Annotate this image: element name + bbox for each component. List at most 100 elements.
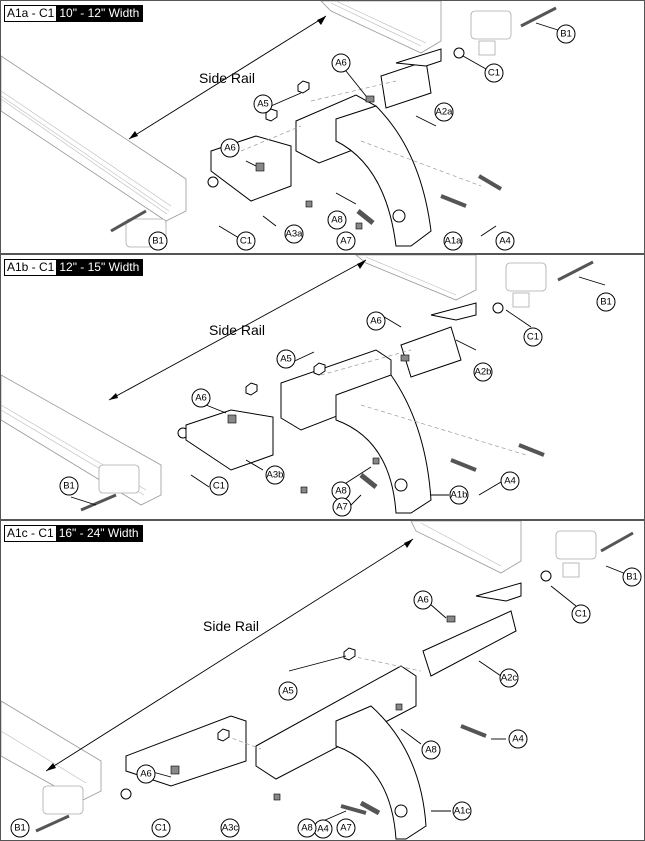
svg-text:A4: A4 [504, 476, 516, 487]
svg-text:A1c: A1c [454, 806, 471, 817]
callout-A7: A7 [332, 497, 352, 517]
side-rail-label: Side Rail [209, 322, 265, 338]
part-range-code: A1a - C1 [5, 6, 57, 21]
svg-text:A1b: A1b [451, 490, 468, 501]
callout-B1: B1 [556, 24, 576, 44]
callout-A6: A6 [220, 138, 240, 158]
callout-A3b: A3b [265, 465, 285, 485]
callout-A8: A8 [327, 210, 347, 230]
callout-A8: A8 [421, 740, 441, 760]
svg-text:A8: A8 [301, 823, 313, 834]
svg-text:A6: A6 [224, 143, 236, 154]
svg-text:C1: C1 [240, 236, 252, 247]
exploded-diagram: Side Rail B1 [1, 521, 642, 840]
svg-text:A3b: A3b [267, 470, 284, 481]
svg-text:A2b: A2b [475, 367, 492, 378]
callout-A5: A5 [278, 681, 298, 701]
svg-text:A3c: A3c [222, 823, 239, 834]
callout-A1c: A1c [452, 801, 472, 821]
side-rail-near [1, 700, 102, 802]
svg-text:A6: A6 [335, 58, 347, 69]
svg-text:A2c: A2c [501, 673, 518, 684]
svg-text:A7: A7 [340, 823, 352, 834]
callout-B1: B1 [148, 231, 168, 251]
callout-A6: A6 [136, 764, 156, 784]
svg-text:A6: A6 [370, 316, 382, 327]
side-rail-label: Side Rail [199, 70, 255, 86]
callout-A7: A7 [336, 231, 356, 251]
panel-header: A1b - C1 12" - 15" Width [4, 259, 144, 276]
panel-10-12-width: A1a - C1 10" - 12" Width Side Rail [0, 0, 645, 254]
callout-A6: A6 [191, 388, 211, 408]
width-label: 10" - 12" Width [56, 6, 143, 21]
exploded-diagram: Side Rail [1, 1, 576, 251]
callout-C1: C1 [209, 476, 229, 496]
part-range-code: A1c - C1 [5, 526, 56, 541]
callout-A5: A5 [276, 349, 296, 369]
callout-C1: C1 [151, 818, 171, 838]
svg-text:A2a: A2a [436, 107, 454, 118]
svg-text:A4: A4 [512, 734, 524, 745]
svg-text:C1: C1 [527, 332, 539, 343]
callout-A4: A4 [508, 729, 528, 749]
side-rail-far [355, 255, 477, 301]
exploded-diagram: Side Rail B [1, 255, 616, 517]
callout-A3c: A3c [220, 818, 240, 838]
svg-text:C1: C1 [575, 609, 587, 620]
callout-C1: C1 [523, 327, 543, 347]
side-rail-far [410, 521, 522, 574]
svg-text:A4: A4 [317, 824, 329, 835]
panel-header: A1a - C1 10" - 12" Width [4, 5, 144, 22]
svg-text:A6: A6 [195, 393, 207, 404]
callout-A8: A8 [331, 481, 351, 501]
callout-C1: C1 [236, 231, 256, 251]
svg-text:A5: A5 [282, 686, 294, 697]
callout-A4: A4 [500, 471, 520, 491]
svg-text:A6: A6 [417, 595, 429, 606]
svg-text:A8: A8 [331, 215, 343, 226]
part-range-code: A1b - C1 [5, 260, 57, 275]
callout-B1: B1 [10, 818, 30, 838]
svg-text:A8: A8 [425, 745, 437, 756]
callout-A4: A4 [313, 819, 333, 839]
svg-text:A3a: A3a [286, 229, 304, 240]
panel-16-24-width: A1c - C1 16" - 24" Width Side Rail [0, 520, 645, 841]
svg-text:C1: C1 [213, 481, 225, 492]
callout-A2b: A2b [473, 362, 493, 382]
callout-A6: A6 [366, 311, 386, 331]
side-rail-dimension-arrow [128, 15, 327, 140]
callout-A1a: A1a [443, 231, 463, 251]
svg-text:A7: A7 [336, 502, 348, 513]
svg-text:A5: A5 [280, 354, 292, 365]
side-rail-far [320, 1, 442, 54]
callout-A5: A5 [253, 94, 273, 114]
svg-text:B1: B1 [63, 481, 75, 492]
callout-C1: C1 [571, 604, 591, 624]
svg-text:B1: B1 [14, 823, 26, 834]
width-label: 12" - 15" Width [56, 260, 143, 275]
svg-text:C1: C1 [155, 823, 167, 834]
svg-text:B1: B1 [152, 236, 164, 247]
svg-text:A7: A7 [340, 236, 352, 247]
callout-A2a: A2a [434, 102, 454, 122]
svg-text:A5: A5 [257, 99, 269, 110]
panel-12-15-width: A1b - C1 12" - 15" Width Side Rail [0, 254, 645, 520]
mount-bracket-far [470, 10, 512, 40]
callout-A6: A6 [331, 53, 351, 73]
svg-text:A1a: A1a [445, 236, 463, 247]
svg-text:A8: A8 [335, 486, 347, 497]
svg-text:A4: A4 [499, 236, 511, 247]
side-rail-label: Side Rail [203, 618, 259, 634]
callout-A4: A4 [495, 231, 515, 251]
armrest-frame [335, 705, 427, 840]
callout-B1: B1 [596, 292, 616, 312]
svg-text:C1: C1 [488, 68, 500, 79]
armrest-frame [335, 105, 432, 247]
width-label: 16" - 24" Width [55, 526, 142, 541]
callout-A6: A6 [413, 590, 433, 610]
panel-header: A1c - C1 16" - 24" Width [4, 525, 143, 542]
callout-A1b: A1b [449, 485, 469, 505]
svg-text:B1: B1 [600, 297, 612, 308]
callout-A2c: A2c [499, 668, 519, 688]
svg-text:B1: B1 [626, 572, 638, 583]
